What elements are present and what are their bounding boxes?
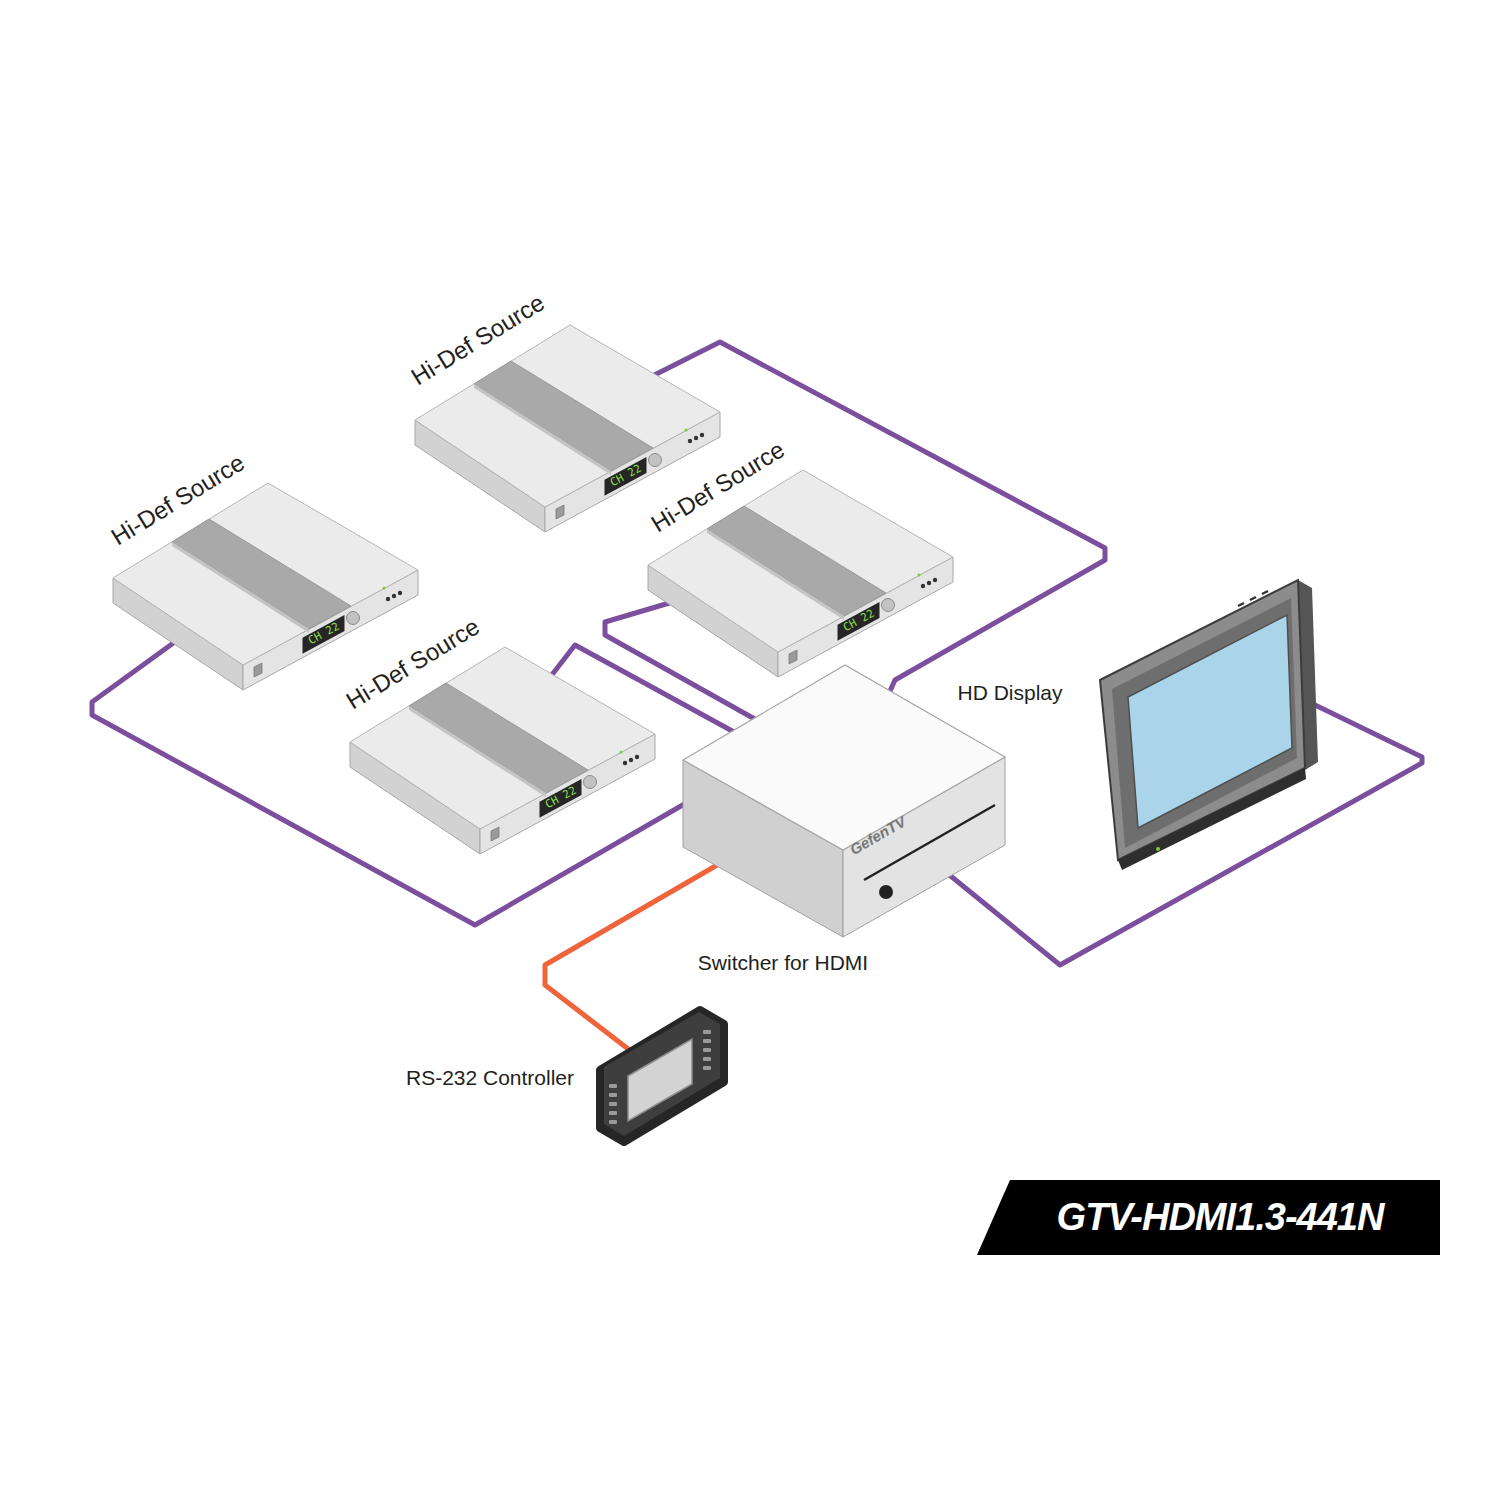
switcher-top <box>683 665 1005 850</box>
model-banner <box>977 1180 1440 1255</box>
display-base <box>1118 768 1306 870</box>
display-frame <box>1100 580 1305 860</box>
model-title: GTV-HDMI1.3-441N <box>1057 1196 1384 1239</box>
source-device: Hi-Def SourceCH 22 <box>748 545 848 585</box>
device-label: HD Display <box>957 681 1062 704</box>
display-art <box>1100 580 1318 870</box>
device-label: Switcher for HDMI <box>698 951 868 974</box>
switcher-button <box>879 885 893 899</box>
hd-display: HD Display <box>1160 690 1260 750</box>
model-banner-box: GTV-HDMI1.3-441N <box>1000 1180 1440 1255</box>
controller-buttons <box>609 1030 711 1124</box>
display-bezel <box>1112 598 1297 848</box>
switcher-art <box>683 665 1005 937</box>
switcher-slot <box>864 805 995 880</box>
display-led <box>1156 847 1160 851</box>
controller-screen <box>628 1039 692 1121</box>
controller-art <box>600 1010 724 1142</box>
display-vents <box>1238 591 1268 606</box>
device-label: RS-232 Controller <box>406 1066 574 1089</box>
controller-face <box>604 1012 720 1136</box>
source-device: Hi-Def SourceCH 22 <box>213 558 313 598</box>
source-device: Hi-Def SourceCH 22 <box>450 722 550 762</box>
source-device: Hi-Def SourceCH 22 <box>515 400 615 440</box>
rs232-controller: RS-232 Controller <box>637 1055 687 1095</box>
controller-body <box>600 1010 724 1142</box>
